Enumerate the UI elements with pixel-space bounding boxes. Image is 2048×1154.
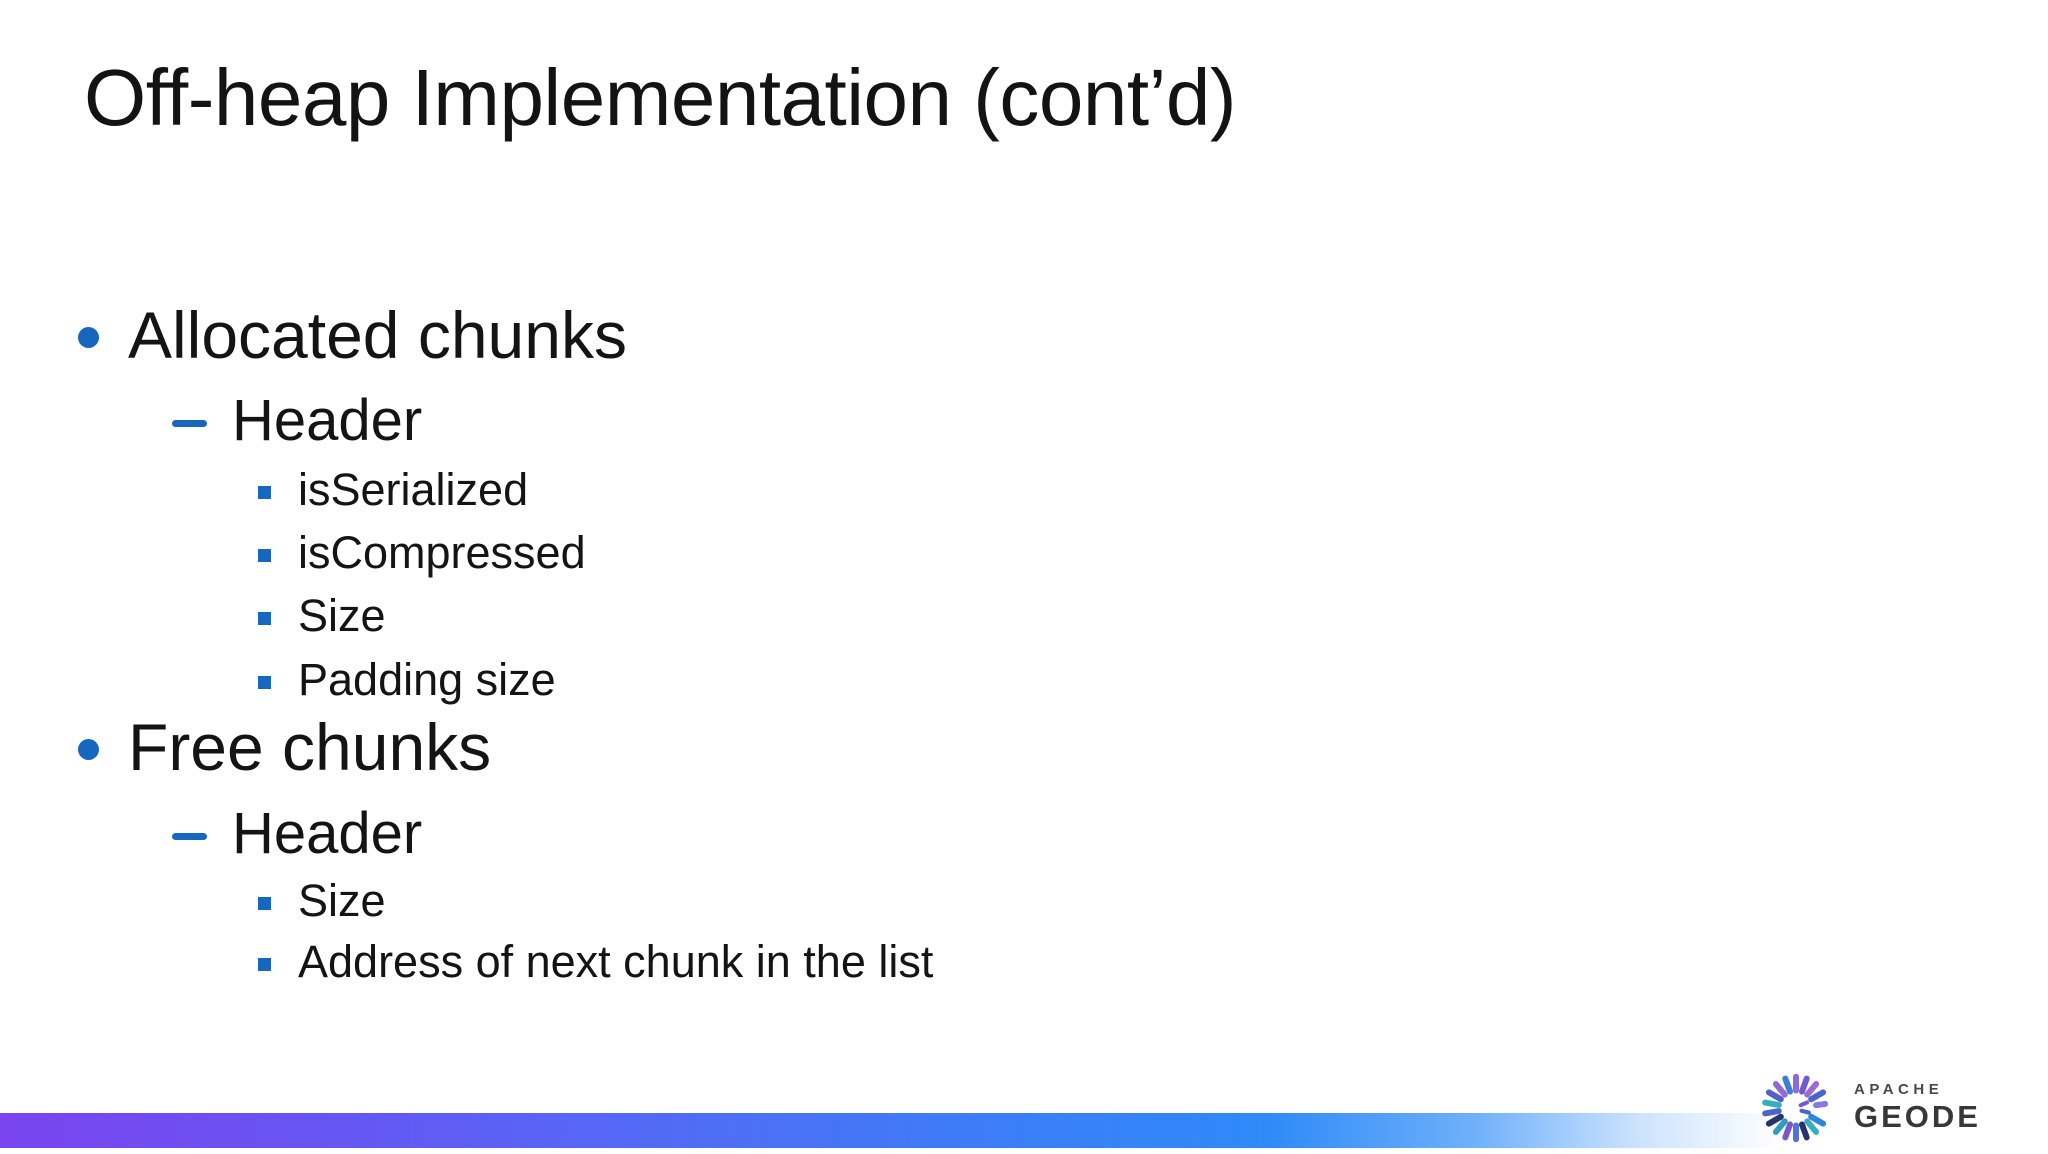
- list-item-label: Size: [298, 590, 386, 641]
- bullet-square-icon: [258, 957, 271, 971]
- list-item-level2: Header: [172, 795, 422, 871]
- list-item-label: Size: [298, 875, 386, 926]
- list-item-label: Padding size: [298, 654, 556, 705]
- bullet-dash-icon: [172, 832, 207, 840]
- bullet-square-icon: [258, 485, 271, 499]
- list-item-level3: isCompressed: [258, 524, 586, 582]
- slide-title: Off-heap Implementation (cont’d): [84, 53, 1237, 142]
- list-item-level1: Free chunks: [78, 705, 491, 789]
- footer-gradient-bar: [0, 1113, 2048, 1148]
- bullet-square-icon: [258, 896, 271, 910]
- logo-geode-label: GEODE: [1854, 1098, 1981, 1134]
- list-item-label: Address of next chunk in the list: [298, 936, 934, 987]
- list-item-level3: isSerialized: [258, 461, 528, 519]
- list-item-label: Header: [232, 387, 423, 453]
- list-item-level3: Size: [258, 587, 386, 645]
- logo-wordmark: APACHE GEODE: [1854, 1082, 1981, 1134]
- list-item-label: Free chunks: [128, 710, 492, 784]
- list-item-label: isCompressed: [298, 527, 586, 578]
- list-item-level2: Header: [172, 382, 422, 458]
- list-item-label: Header: [232, 800, 423, 866]
- list-item-level3: Address of next chunk in the list: [258, 933, 933, 991]
- list-item-level3: Size: [258, 872, 386, 930]
- apache-geode-logo: APACHE GEODE: [1750, 1062, 1981, 1154]
- list-item-label: isSerialized: [298, 464, 529, 515]
- list-item-level3: Padding size: [258, 651, 556, 709]
- bullet-dot-icon: [78, 738, 99, 760]
- bullet-square-icon: [258, 675, 271, 689]
- logo-apache-label: APACHE: [1854, 1081, 1944, 1099]
- bullet-dash-icon: [172, 419, 207, 427]
- bullet-square-icon: [258, 548, 271, 562]
- geode-burst-icon: [1762, 1073, 1829, 1143]
- bullet-square-icon: [258, 611, 271, 625]
- list-item-label: Allocated chunks: [128, 298, 627, 372]
- list-item-level1: Allocated chunks: [78, 293, 627, 377]
- bullet-dot-icon: [78, 326, 99, 348]
